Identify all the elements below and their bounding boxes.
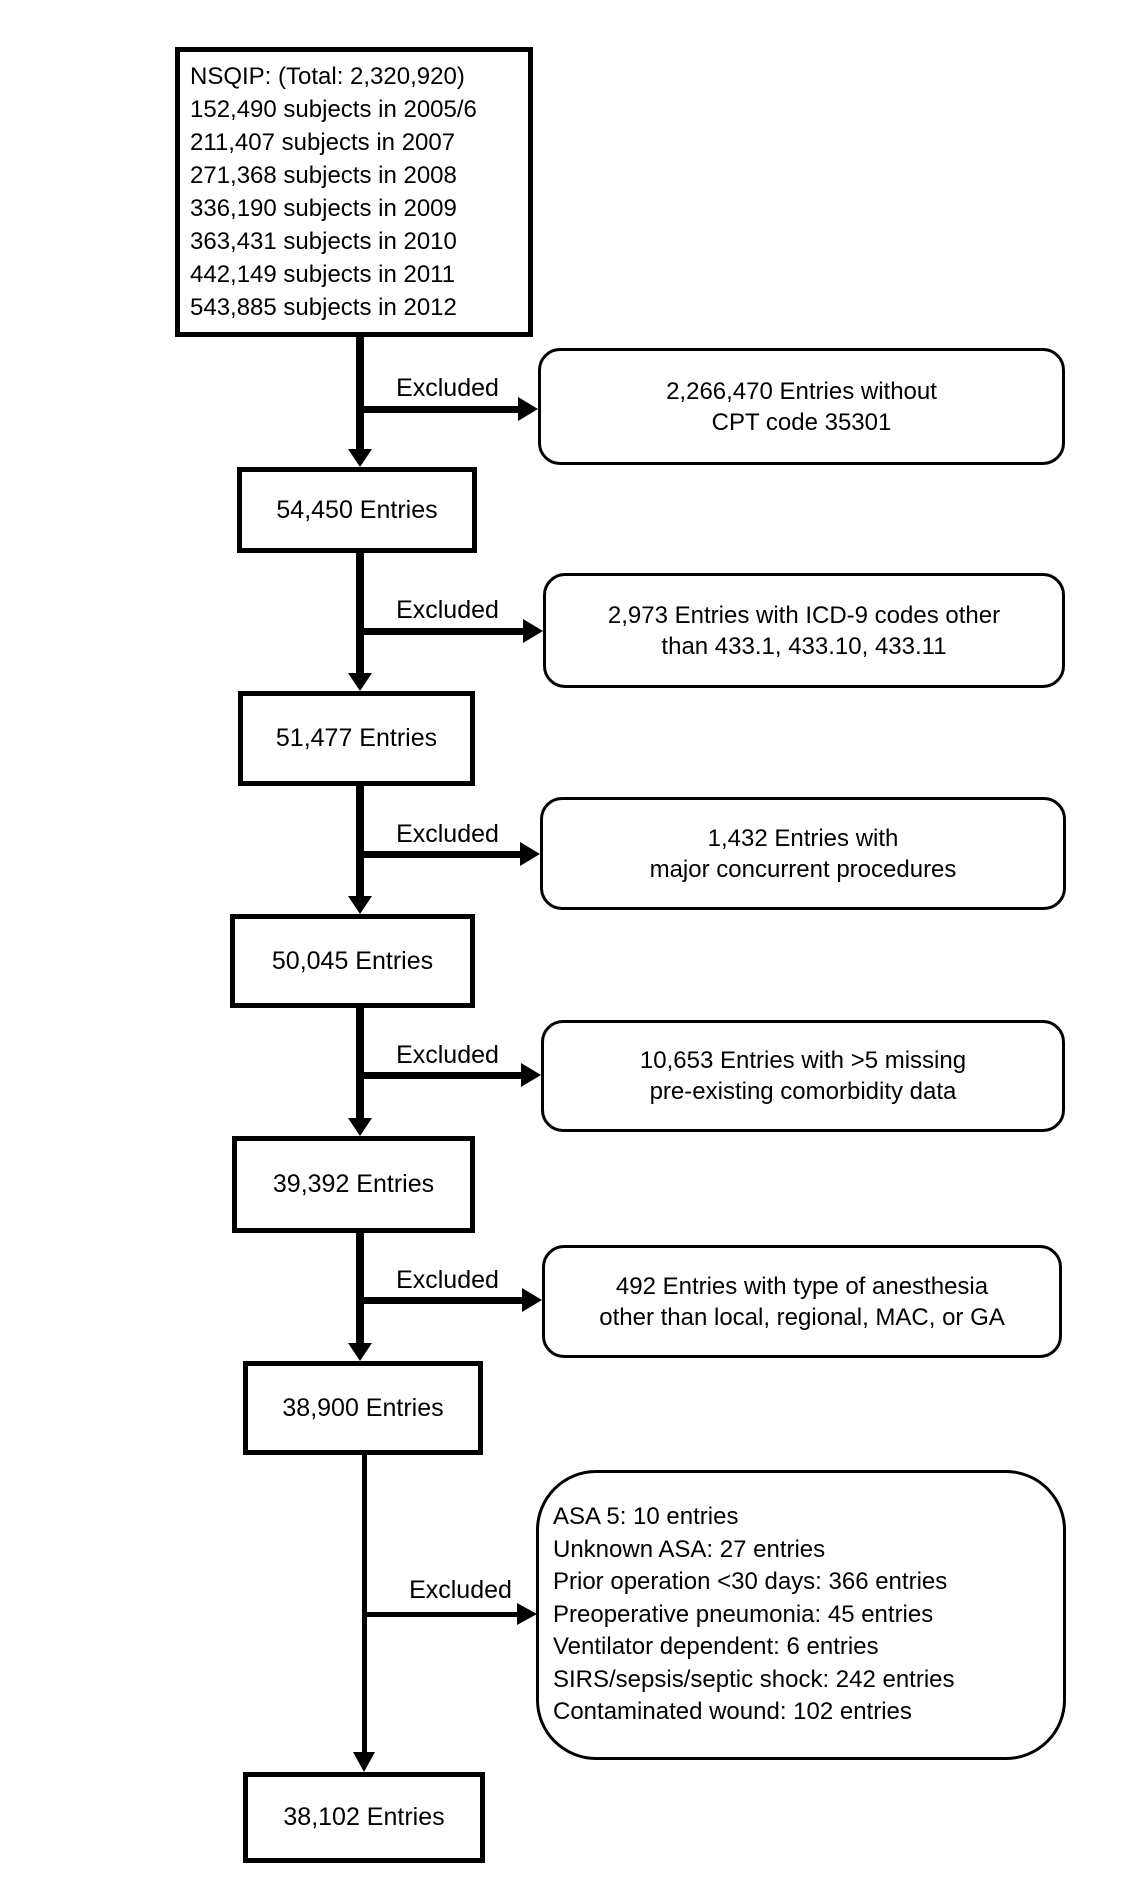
branch-arrow-line-1	[360, 406, 518, 413]
down-arrowhead-3	[348, 896, 372, 914]
exclusion-box-2: 2,973 Entries with ICD-9 codes other tha…	[543, 573, 1065, 688]
down-arrow-line-5	[356, 1233, 364, 1343]
source-box: NSQIP: (Total: 2,320,920) 152,490 subjec…	[175, 47, 533, 337]
down-arrowhead-4	[348, 1118, 372, 1136]
excluded-label: Excluded	[396, 820, 499, 848]
source-box-text: NSQIP: (Total: 2,320,920) 152,490 subjec…	[190, 63, 477, 321]
exclusion-box-6-text: ASA 5: 10 entries Unknown ASA: 27 entrie…	[553, 1503, 955, 1726]
right-arrowhead-1	[518, 397, 538, 421]
down-arrowhead-2	[348, 673, 372, 691]
exclusion-box-1-text: 2,266,470 Entries without CPT code 35301	[666, 377, 937, 436]
excluded-label: Excluded	[396, 374, 499, 402]
branch-arrow-line-4	[360, 1072, 521, 1079]
exclusion-box-6: ASA 5: 10 entries Unknown ASA: 27 entrie…	[536, 1470, 1066, 1760]
branch-arrow-line-5	[360, 1297, 522, 1304]
branch-arrow-line-6	[364, 1612, 517, 1617]
right-arrowhead-2	[523, 619, 543, 643]
excluded-label: Excluded	[396, 1266, 499, 1294]
excluded-label: Excluded	[396, 596, 499, 624]
down-arrow-line-4	[356, 1008, 364, 1118]
exclusion-box-5: 492 Entries with type of anesthesia othe…	[542, 1245, 1062, 1358]
exclusion-box-3: 1,432 Entries with major concurrent proc…	[540, 797, 1066, 910]
excluded-label: Excluded	[409, 1576, 512, 1604]
down-arrow-line-6	[362, 1455, 367, 1752]
down-arrowhead-6	[353, 1752, 375, 1772]
exclusion-box-2-text: 2,973 Entries with ICD-9 codes other tha…	[607, 601, 1001, 660]
exclusion-box-1: 2,266,470 Entries without CPT code 35301	[538, 348, 1065, 465]
down-arrow-line-2	[356, 553, 364, 673]
branch-arrow-line-3	[360, 851, 520, 858]
stage-box-38102: 38,102 Entries	[243, 1772, 485, 1863]
right-arrowhead-5	[522, 1288, 542, 1312]
stage-box-label: 50,045 Entries	[271, 946, 434, 975]
branch-arrow-line-2	[360, 628, 523, 635]
excluded-label: Excluded	[396, 1041, 499, 1069]
right-arrowhead-3	[520, 842, 540, 866]
exclusion-box-4-text: 10,653 Entries with >5 missing pre-exist…	[639, 1047, 967, 1105]
stage-box-label: 54,450 Entries	[276, 495, 438, 524]
right-arrowhead-4	[521, 1063, 541, 1087]
stage-box-54450: 54,450 Entries	[237, 467, 477, 553]
stage-box-label: 38,102 Entries	[283, 1803, 445, 1831]
exclusion-box-5-text: 492 Entries with type of anesthesia othe…	[599, 1272, 1005, 1331]
stage-box-label: 38,900 Entries	[282, 1393, 444, 1422]
stage-box-50045: 50,045 Entries	[230, 914, 475, 1008]
down-arrow-line-3	[356, 786, 364, 896]
stage-box-39392: 39,392 Entries	[232, 1136, 475, 1233]
down-arrowhead-1	[348, 449, 372, 467]
stage-box-51477: 51,477 Entries	[238, 691, 475, 786]
down-arrowhead-5	[348, 1343, 372, 1361]
stage-box-label: 39,392 Entries	[272, 1170, 435, 1198]
exclusion-box-3-text: 1,432 Entries with major concurrent proc…	[649, 824, 957, 883]
right-arrowhead-6	[517, 1603, 537, 1625]
stage-box-label: 51,477 Entries	[275, 724, 438, 752]
down-arrow-line-1	[356, 336, 364, 449]
stage-box-38900: 38,900 Entries	[243, 1361, 483, 1455]
exclusion-box-4: 10,653 Entries with >5 missing pre-exist…	[541, 1020, 1065, 1132]
